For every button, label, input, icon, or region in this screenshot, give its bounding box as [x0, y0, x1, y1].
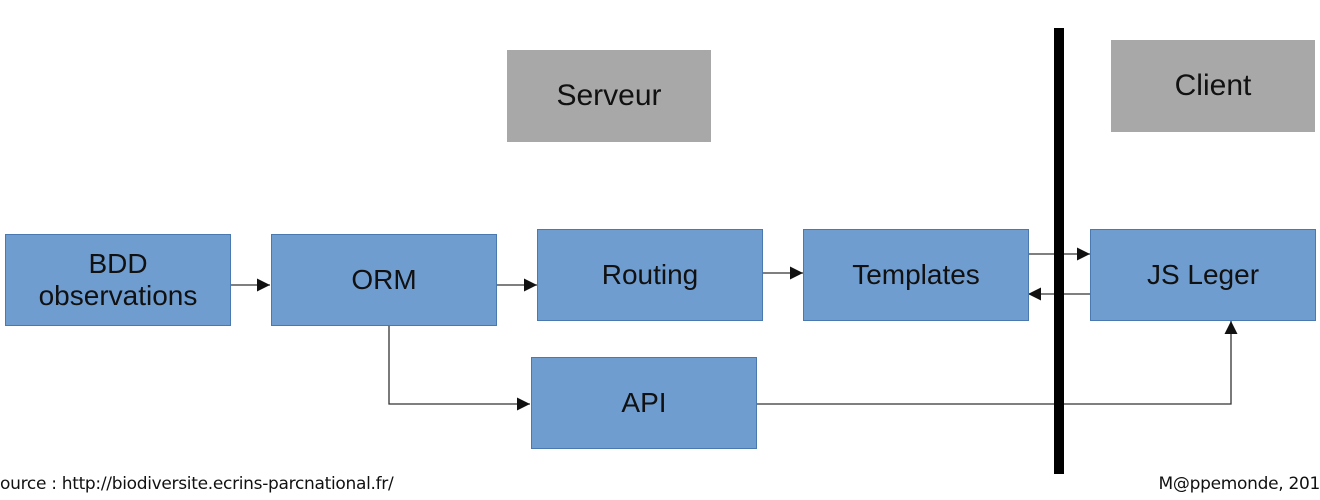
templates-node: Templates	[803, 229, 1029, 321]
source-caption: ource : http://biodiversite.ecrins-parcn…	[0, 474, 394, 494]
bdd-node-line2: observations	[38, 280, 198, 311]
arrow-api-js-bidirectional	[743, 321, 1238, 411]
api-node: API	[531, 357, 757, 449]
js-leger-node: JS Leger	[1090, 229, 1316, 321]
client-label: Client	[1111, 40, 1315, 132]
arrow-orm-to-api	[388, 326, 530, 411]
orm-node: ORM	[271, 234, 497, 326]
bdd-node-line1: BDD	[88, 247, 148, 279]
routing-node: Routing	[537, 229, 763, 321]
bdd-node: BDD observations	[5, 234, 231, 326]
credit-caption: M@ppemonde, 201	[1158, 474, 1320, 494]
server-label: Serveur	[507, 50, 711, 142]
